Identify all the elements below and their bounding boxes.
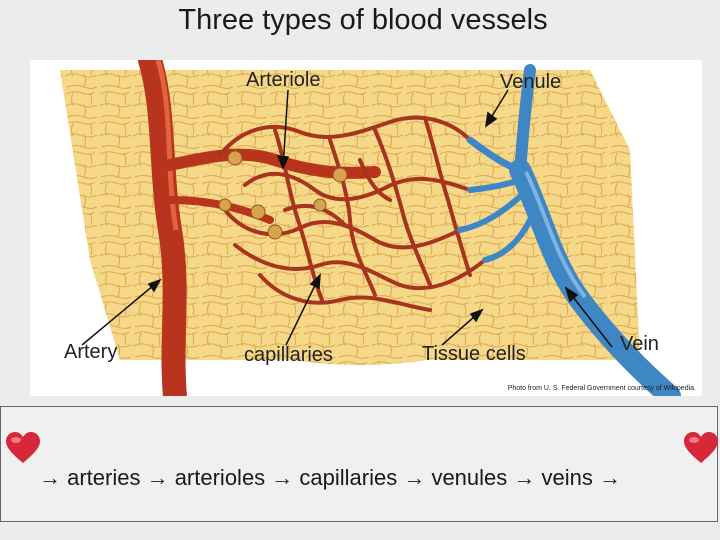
arteriole-pointer — [282, 89, 289, 169]
precapillary-sphincters — [218, 150, 348, 240]
artery-vessel — [138, 60, 187, 396]
label-capillaries: capillaries — [244, 344, 333, 366]
heart-right-icon — [684, 432, 718, 463]
capillaries-pointer — [285, 274, 321, 346]
heart-left-icon — [6, 432, 40, 463]
capillary-network — [218, 115, 487, 312]
artery-pointer — [81, 279, 161, 346]
vein-vessel — [509, 159, 681, 396]
circulation-flow-box: → arteries → arterioles → capillaries → … — [0, 406, 718, 522]
slide-title: Three types of blood vessels — [178, 4, 548, 36]
label-vein: Vein — [620, 333, 659, 355]
label-artery: Artery — [64, 341, 117, 363]
circulation-flow-text: → arteries → arterioles → capillaries → … — [39, 465, 621, 490]
photo-credit: Photo from U. S. Federal Government cour… — [507, 385, 696, 392]
blood-vessel-diagram: Arteriole Venule Artery capillaries Tiss… — [30, 60, 702, 396]
vessel-illustration: Arteriole Venule Artery capillaries Tiss… — [60, 60, 681, 396]
label-venule: Venule — [500, 71, 561, 93]
label-arteriole: Arteriole — [246, 69, 320, 91]
label-tissue-cells: Tissue cells — [422, 343, 526, 365]
